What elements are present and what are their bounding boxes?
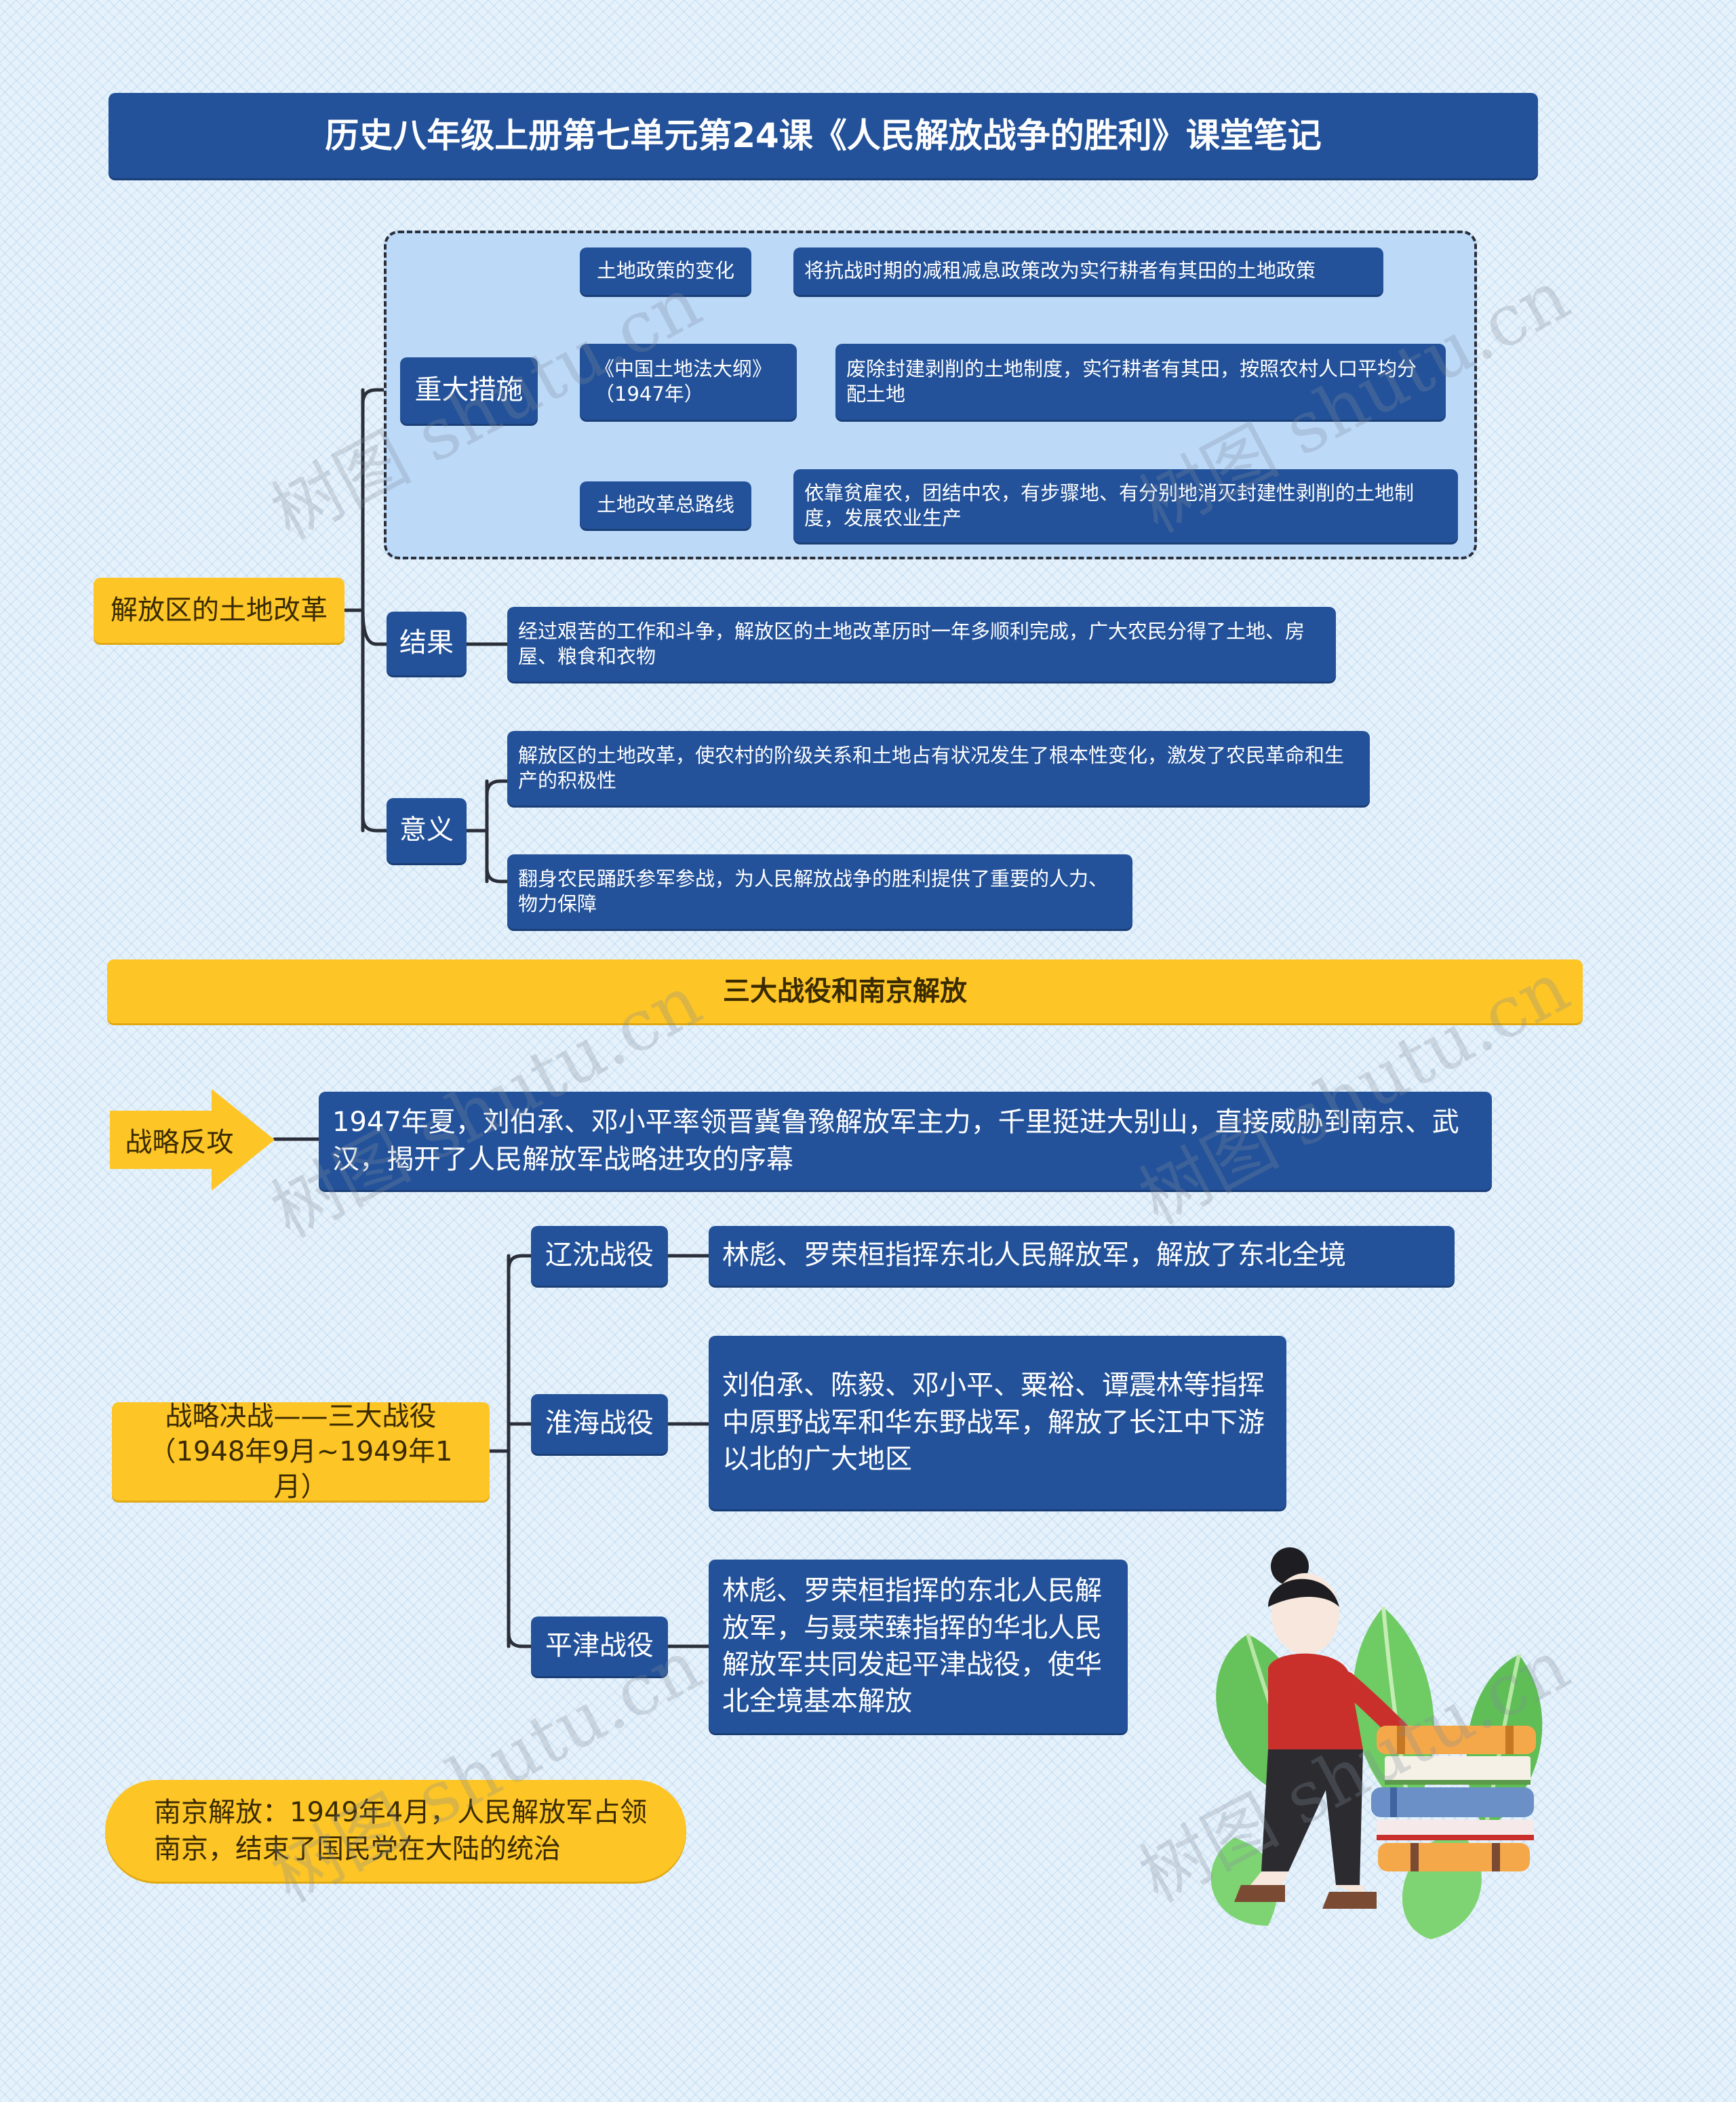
page-title: 历史八年级上册第七单元第24课《人民解放战争的胜利》课堂笔记 [108, 93, 1538, 178]
decisive-root[interactable]: 战略决战——三大战役（1948年9月~1949年1月） [112, 1401, 490, 1503]
campaign-liaoshen-detail: 林彪、罗荣桓指挥东北人民解放军，解放了东北全境 [709, 1226, 1455, 1286]
significance-detail-1: 解放区的土地改革，使农村的阶级关系和土地占有状况发生了根本性变化，激发了农民革命… [507, 731, 1370, 806]
result-node[interactable]: 结果 [387, 612, 467, 675]
section-banner: 三大战役和南京解放 [107, 959, 1583, 1023]
significance-detail-2: 翻身农民踊跃参军参战，为人民解放战争的胜利提供了重要的人力、物力保障 [507, 854, 1132, 929]
girl-books-illustration [1210, 1547, 1543, 1939]
result-detail: 经过艰苦的工作和斗争，解放区的土地改革历时一年多顺利完成，广大农民分得了土地、房… [507, 607, 1336, 681]
measure-label-3[interactable]: 土地改革总路线 [580, 481, 751, 529]
campaign-huaihai-detail: 刘伯承、陈毅、邓小平、粟裕、谭震林等指挥中原野战军和华东野战军，解放了长江中下游… [709, 1336, 1286, 1509]
counteroffensive-label: 战略反攻 [125, 1127, 234, 1158]
land-reform-root[interactable]: 解放区的土地改革 [94, 578, 344, 643]
campaign-liaoshen[interactable]: 辽沈战役 [531, 1226, 668, 1286]
measure-label-1[interactable]: 土地政策的变化 [580, 247, 751, 295]
counteroffensive-arrow[interactable]: 战略反攻 [110, 1089, 275, 1191]
counteroffensive-detail: 1947年夏，刘伯承、邓小平率领晋冀鲁豫解放军主力，千里挺进大别山，直接威胁到南… [319, 1092, 1492, 1190]
campaign-huaihai[interactable]: 淮海战役 [531, 1394, 668, 1454]
measure-detail-2: 废除封建剥削的土地制度，实行耕者有其田，按照农村人口平均分配土地 [835, 344, 1446, 420]
measures-node[interactable]: 重大措施 [400, 357, 538, 424]
arrow-shape [110, 1089, 275, 1191]
girl-figure [1234, 1547, 1421, 1909]
significance-node[interactable]: 意义 [387, 798, 467, 863]
nanjing-liberation[interactable]: 南京解放：1949年4月，人民解放军占领南京，结束了国民党在大陆的统治 [105, 1780, 686, 1882]
measure-label-2[interactable]: 《中国土地法大纲》（1947年） [580, 344, 797, 420]
campaign-pingjin[interactable]: 平津战役 [531, 1617, 668, 1676]
measure-detail-1: 将抗战时期的减租减息政策改为实行耕者有其田的土地政策 [793, 247, 1383, 295]
measure-detail-3: 依靠贫雇农，团结中农，有步骤地、有分别地消灭封建性剥削的土地制度，发展农业生产 [793, 469, 1458, 542]
book-stack [1371, 1726, 1536, 1871]
campaign-pingjin-detail: 林彪、罗荣桓指挥的东北人民解放军，与聂荣臻指挥的华北人民解放军共同发起平津战役，… [709, 1560, 1128, 1733]
